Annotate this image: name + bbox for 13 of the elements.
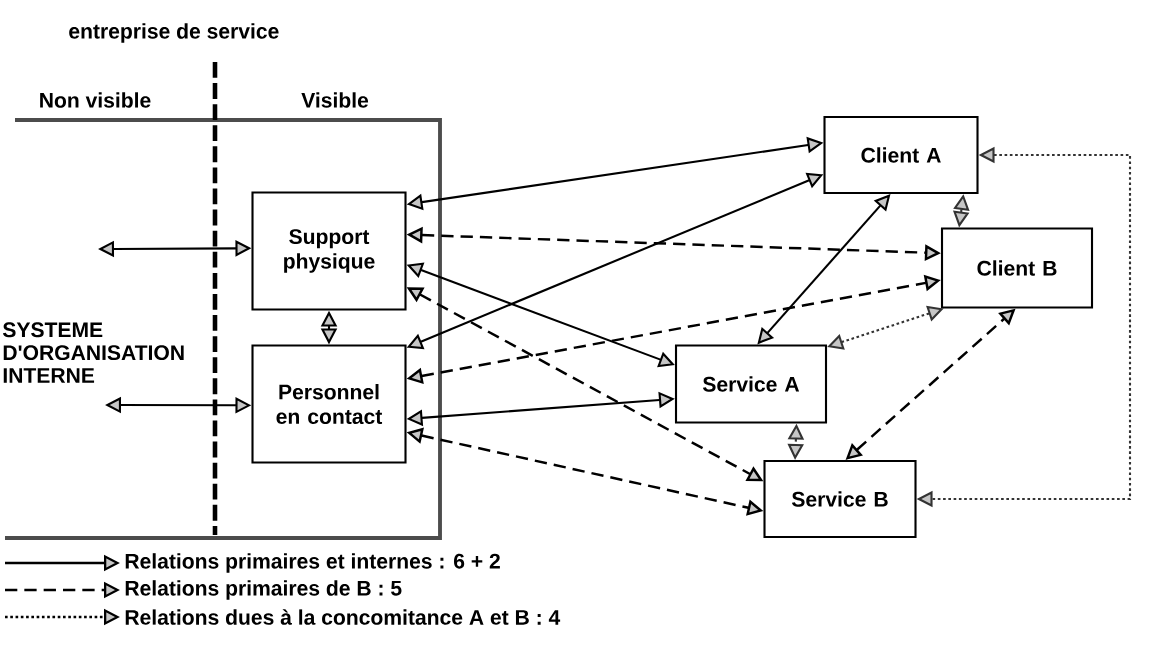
entity-box: Support physique <box>251 191 407 311</box>
legend-text: Relations dues à la concomitance A et B : 4 <box>125 609 561 625</box>
side-label: SYSTEME D'ORGANISATION INTERNE <box>2 322 184 383</box>
entity-box: Client B <box>940 227 1094 309</box>
zone-label: Non visible <box>40 92 151 108</box>
entity-box: Service B <box>763 459 917 539</box>
entity-box: Personnel en contact <box>251 344 407 464</box>
diagram-title: entreprise de service <box>69 23 279 43</box>
zone-label: Visible <box>301 92 369 108</box>
legend-text: Relations primaires et internes : 6 + 2 <box>125 553 500 573</box>
entity-box: Service A <box>674 344 828 424</box>
entity-box: Client A <box>823 115 979 195</box>
legend-text: Relations primaires de B : 5 <box>125 580 402 600</box>
